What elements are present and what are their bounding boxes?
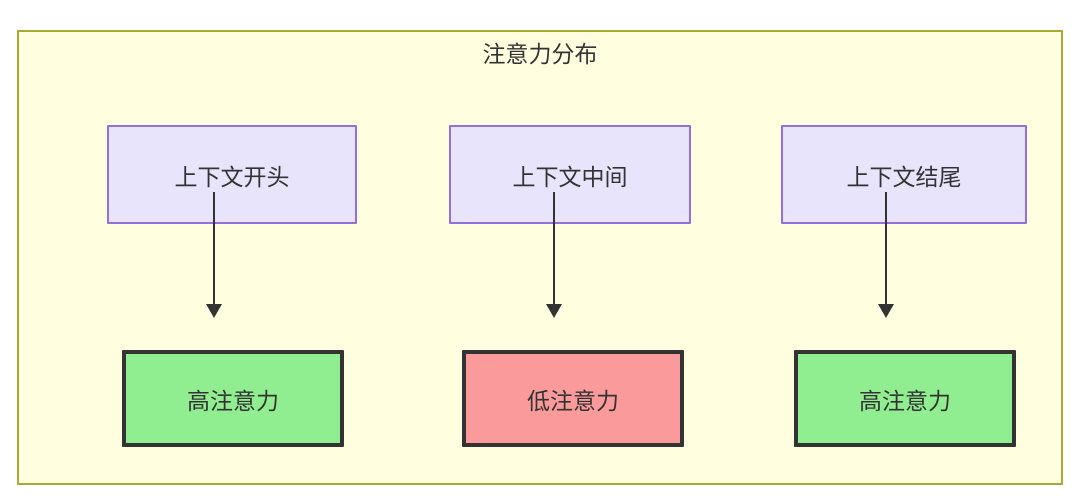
attention-distribution-group: 注意力分布 上下文开头 上下文中间 上下文结尾 高注意力 低注意力 高注意力 [17,30,1063,485]
node-context-start[interactable]: 上下文开头 [107,125,357,224]
node-high-attention-start-label: 高注意力 [187,388,279,415]
node-low-attention-middle-label: 低注意力 [527,388,619,415]
node-context-end[interactable]: 上下文结尾 [781,125,1027,224]
node-context-end-label: 上下文结尾 [846,164,962,191]
node-context-middle[interactable]: 上下文中间 [449,125,691,224]
node-low-attention-middle[interactable]: 低注意力 [462,350,684,447]
node-context-middle-label: 上下文中间 [512,164,628,191]
node-high-attention-start[interactable]: 高注意力 [122,350,344,447]
diagram-title: 注意力分布 [482,42,598,68]
node-high-attention-end[interactable]: 高注意力 [794,350,1016,447]
node-high-attention-end-label: 高注意力 [859,388,951,415]
node-context-start-label: 上下文开头 [174,164,290,191]
